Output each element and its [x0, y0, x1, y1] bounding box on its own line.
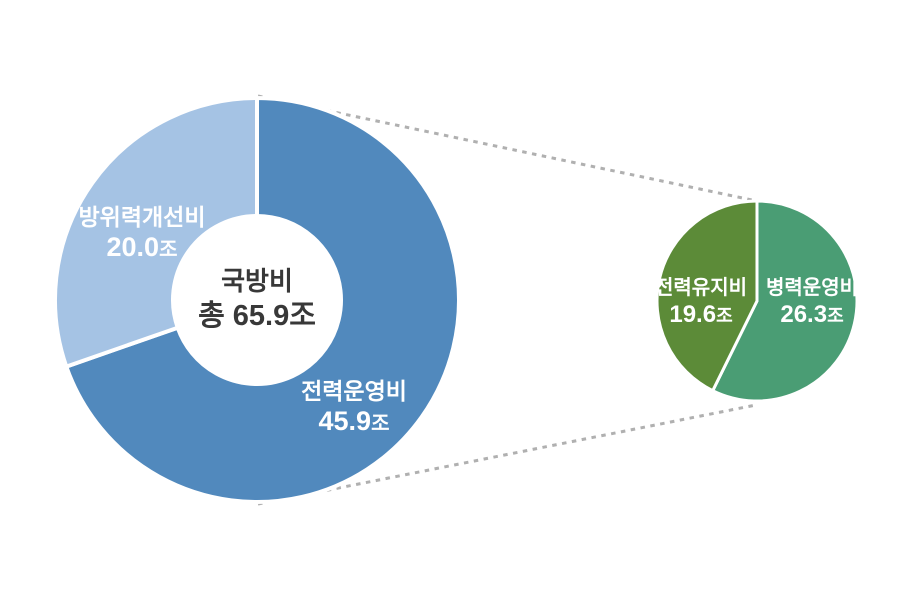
- funnel-dotted-line-bottom: [257, 403, 757, 506]
- pie-slice-1: [655, 199, 759, 393]
- pie-slice-0: [711, 199, 859, 403]
- funnel-dotted-line-top: [257, 94, 753, 202]
- donut-slice-0: [64, 96, 461, 504]
- donut-slice-1: [53, 96, 259, 369]
